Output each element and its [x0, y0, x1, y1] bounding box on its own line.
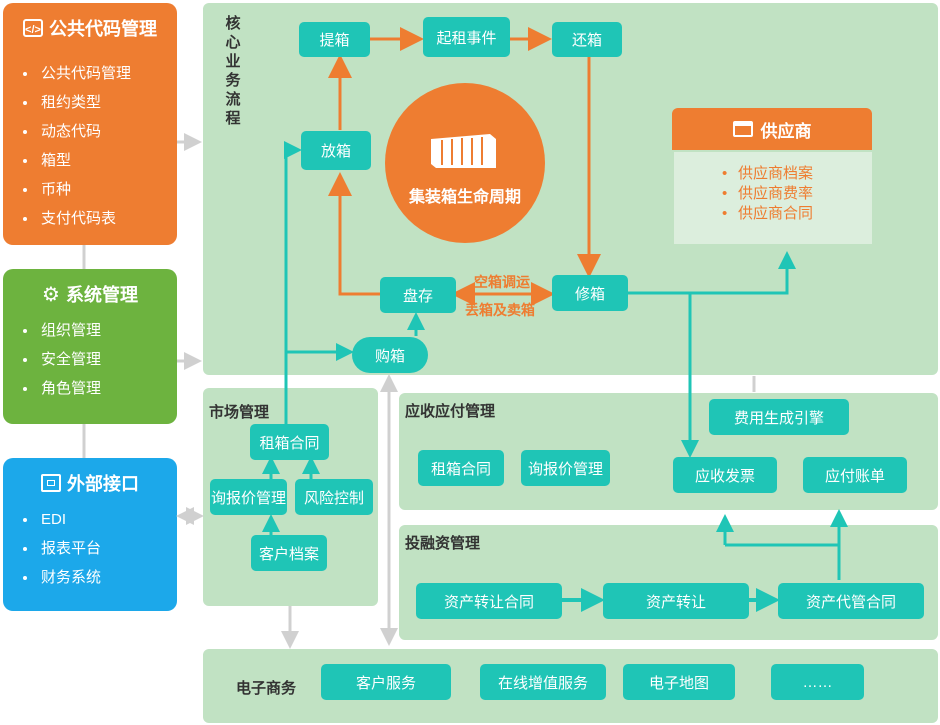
invest-title: 投融资管理 [405, 535, 481, 552]
supplier-body: 供应商档案 供应商费率 供应商合同 [674, 152, 872, 244]
node-pickup: 提箱 [299, 22, 370, 57]
supplier-header: 供应商 [672, 108, 872, 150]
invest-custody-contract: 资产代管合同 [778, 583, 924, 619]
arap-lease-contract: 租箱合同 [418, 450, 504, 486]
container-icon [428, 131, 498, 171]
code-icon: </> [23, 19, 43, 37]
arap-receivable-invoice: 应收发票 [673, 457, 777, 493]
lifecycle-label: 集装箱生命周期 [408, 189, 521, 206]
ecommerce-value-added: 在线增值服务 [480, 664, 606, 700]
node-release: 放箱 [301, 131, 371, 170]
ecommerce-map: 电子地图 [623, 664, 735, 700]
public-code-item: 租约类型 [21, 88, 131, 117]
public-code-title: 公共代码管理 [49, 19, 157, 39]
system-card: ⚙ 系统管理 组织管理 安全管理 角色管理 [3, 269, 177, 424]
public-code-item: 动态代码 [21, 117, 131, 146]
supplier-item: 供应商档案 [722, 164, 813, 184]
public-code-item: 支付代码表 [21, 204, 131, 233]
gear-icon: ⚙ [42, 283, 60, 306]
node-return: 还箱 [552, 22, 622, 57]
market-title: 市场管理 [209, 404, 270, 421]
public-code-card: </> 公共代码管理 公共代码管理 租约类型 动态代码 箱型 币种 支付代码表 [3, 3, 177, 245]
invest-transfer-contract: 资产转让合同 [416, 583, 562, 619]
node-stocktake: 盘存 [380, 277, 456, 313]
arap-payable-bill: 应付账单 [803, 457, 907, 493]
core-flow-title: 核心业务流程 [225, 15, 241, 127]
supplier-item: 供应商合同 [722, 204, 813, 224]
external-item: EDI [21, 505, 101, 534]
invest-transfer: 资产转让 [603, 583, 749, 619]
label-loss-and-sale: 丢箱及卖箱 [465, 302, 535, 318]
arap-fee-engine: 费用生成引擎 [709, 399, 849, 435]
network-port-icon [41, 474, 61, 492]
ecommerce-customer-service: 客户服务 [321, 664, 451, 700]
system-title: 系统管理 [65, 285, 138, 305]
external-card: 外部接口 EDI 报表平台 财务系统 [3, 458, 177, 611]
arap-title: 应收应付管理 [405, 403, 496, 420]
system-item: 角色管理 [21, 374, 101, 403]
public-code-item: 公共代码管理 [21, 59, 131, 88]
ecommerce-more: …… [771, 664, 864, 700]
external-item: 财务系统 [21, 563, 101, 592]
market-lease-contract: 租箱合同 [250, 424, 329, 460]
label-empty-transfer: 空箱调运 [474, 274, 530, 290]
public-code-item: 箱型 [21, 146, 131, 175]
node-purchase: 购箱 [352, 337, 428, 373]
lifecycle-circle: 集装箱生命周期 [385, 83, 545, 243]
invest-panel [399, 525, 938, 640]
store-icon [732, 121, 753, 137]
system-item: 安全管理 [21, 345, 101, 374]
market-inquiry: 询报价管理 [210, 479, 287, 515]
supplier-item: 供应商费率 [722, 184, 813, 204]
public-code-item: 币种 [21, 175, 131, 204]
supplier-title: 供应商 [760, 121, 812, 141]
market-risk-control: 风险控制 [295, 479, 373, 515]
external-item: 报表平台 [21, 534, 101, 563]
node-lease-event: 起租事件 [423, 17, 510, 57]
system-item: 组织管理 [21, 316, 101, 345]
market-customer-file: 客户档案 [251, 535, 327, 571]
external-title: 外部接口 [67, 474, 139, 494]
arap-inquiry: 询报价管理 [521, 450, 610, 486]
ecommerce-title: 电子商务 [236, 680, 297, 697]
node-repair: 修箱 [552, 275, 628, 311]
